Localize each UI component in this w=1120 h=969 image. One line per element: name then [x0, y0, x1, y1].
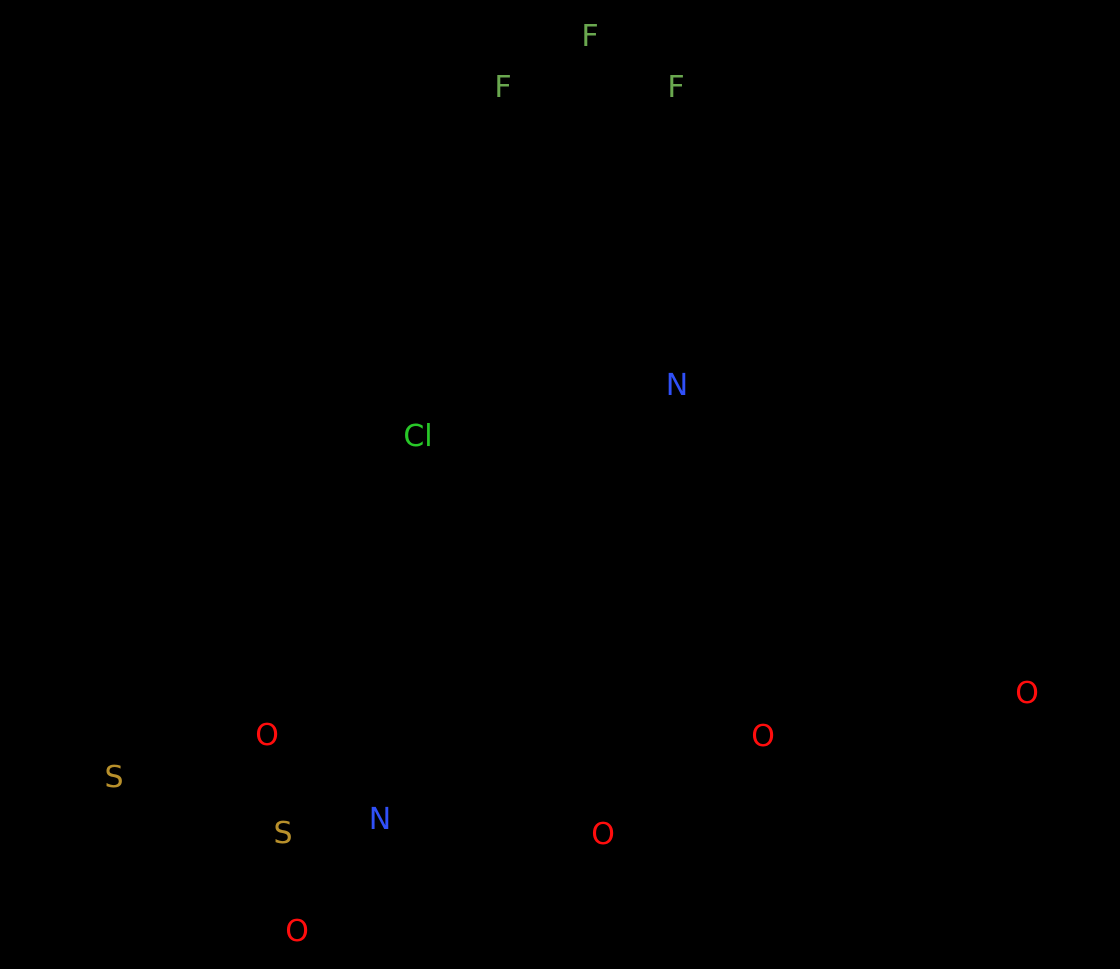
ring-oxygen-atom: O	[1015, 676, 1039, 711]
chlorine-atom: Cl	[403, 419, 433, 454]
sulfonamide-nitrogen-atom: N	[368, 802, 392, 837]
fluorine-atom-top: F	[581, 19, 599, 54]
pyridine-nitrogen-atom: N	[665, 368, 689, 403]
sulfonyl-sulfur-atom: S	[273, 816, 293, 851]
carbonyl-oxygen-atom: O	[591, 817, 615, 852]
fluorine-atom-left: F	[494, 70, 512, 105]
sulfonyl-oxygen-bottom-atom: O	[285, 914, 309, 949]
ester-oxygen-atom: O	[751, 719, 775, 754]
fluorine-atom-right: F	[667, 70, 685, 105]
thiophene-sulfur-atom: S	[104, 760, 124, 795]
sulfonyl-oxygen-top-atom: O	[255, 718, 279, 753]
